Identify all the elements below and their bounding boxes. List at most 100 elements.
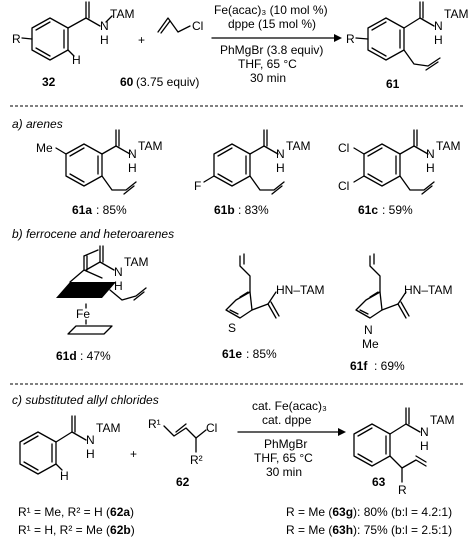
61a-id: 61a [72, 203, 92, 217]
61d-h-label: H [114, 279, 123, 293]
compound-61d: N H TAM Fe 61d : 47% [56, 245, 148, 363]
benzamide-substrate: N H TAM H [19, 415, 120, 483]
allyl-chloride-62: R¹ Cl R² 62 [148, 417, 217, 489]
61c-tam-label: TAM [436, 139, 460, 153]
compound-61c: Cl Cl N H TAM 61c : 59% [338, 129, 460, 217]
c-ortho-h-label: H [60, 469, 69, 483]
61b-h-label: H [276, 161, 285, 175]
61b-id: 61b [214, 203, 235, 217]
allyl-chloride-60: Cl 60 (3.75 equiv) [120, 17, 203, 89]
61d-yield: : 47% [80, 349, 111, 363]
c-condition-1: cat. Fe(acac)₃ [252, 399, 327, 413]
amide-n-label: N [100, 19, 109, 33]
bottom-conditions: cat. Fe(acac)₃ cat. dppe PhMgBr THF, 65 … [237, 399, 346, 479]
product-tam-label: TAM [444, 7, 468, 21]
61c-yield: : 59% [382, 203, 413, 217]
61b-yield: : 83% [238, 203, 269, 217]
c-h-label: H [86, 447, 95, 461]
product-n-label: N [434, 19, 443, 33]
compound-60-label: 60 [120, 75, 134, 89]
61b-n-label: N [276, 147, 285, 161]
compound-61a: Me N H TAM 61a : 85% [36, 129, 162, 217]
res-63h-text: R = Me ( [286, 523, 332, 537]
compound-61b: F N H TAM 61b : 83% [194, 129, 310, 217]
61a-tam-label: TAM [138, 139, 162, 153]
res-63g: R = Me (63g): 80% (b:l = 4.2:1) [286, 505, 452, 519]
definitions-62: R¹ = Me, R² = H (62a) R¹ = H, R² = Me (6… [18, 505, 135, 537]
61f-yield: : 69% [374, 359, 405, 373]
61f-n-label: N [364, 323, 373, 337]
c-tam-label: TAM [96, 421, 120, 435]
c-product-h-label: H [420, 439, 429, 453]
61a-me-label: Me [36, 141, 53, 155]
61c-cl-label-2: Cl [338, 179, 349, 193]
compound-32-label: 32 [42, 75, 56, 89]
compound-62-label: 62 [176, 475, 190, 489]
c-condition-4: THF, 65 °C [254, 451, 313, 465]
def-62b-close: ) [131, 523, 135, 537]
allyl-cl-label: Cl [192, 19, 203, 33]
compound-61e: S HN–TAM 61e : 85% [222, 253, 324, 361]
61a-yield: : 85% [96, 203, 127, 217]
61d-n-label: N [114, 265, 123, 279]
section-c-title: c) substituted allyl chlorides [12, 393, 159, 407]
61e-amide-label: HN–TAM [276, 283, 324, 297]
top-condition-4: THF, 65 °C [238, 57, 297, 71]
c-plus-sign: + [130, 447, 137, 461]
61e-s-label: S [228, 321, 236, 335]
section-a-title: a) arenes [12, 117, 63, 131]
compound-60-equiv: (3.75 equiv) [136, 75, 199, 89]
61a-n-label: N [128, 147, 137, 161]
substrate-r-label: R [12, 32, 21, 46]
61b-tam-label: TAM [286, 139, 310, 153]
product-63: N H TAM R 63 [353, 407, 454, 497]
def-62a-close: ) [130, 505, 134, 519]
c-r2-label: R² [190, 453, 203, 467]
61e-id: 61e [222, 347, 242, 361]
def-62b-id: 62b [110, 523, 131, 537]
61b-f-label: F [194, 179, 201, 193]
plus-sign: + [138, 33, 145, 47]
61d-id: 61d [56, 349, 77, 363]
def-62a-id: 62a [110, 505, 130, 519]
c-product-tam-label: TAM [430, 413, 454, 427]
61c-n-label: N [426, 147, 435, 161]
61c-cl-label-1: Cl [338, 141, 349, 155]
def-62a-text: R¹ = Me, R² = H ( [18, 505, 110, 519]
amide-h-label: H [100, 33, 109, 47]
res-63h-id: 63h [332, 523, 353, 537]
61f-amide-label: HN–TAM [404, 283, 452, 297]
res-63h-tail: ): 75% (b:l = 2.5:1) [353, 523, 452, 537]
res-63g-id: 63g [332, 505, 353, 519]
c-n-label: N [86, 433, 95, 447]
tam-label: TAM [110, 7, 134, 21]
61d-fe-label: Fe [76, 307, 90, 321]
c-condition-3: PhMgBr [264, 437, 307, 451]
res-63g-tail: ): 80% (b:l = 4.2:1) [353, 505, 452, 519]
res-63g-text: R = Me ( [286, 505, 332, 519]
res-63h: R = Me (63h): 75% (b:l = 2.5:1) [286, 523, 452, 537]
top-condition-2: dppe (15 mol %) [228, 17, 316, 31]
61f-me-label: Me [362, 337, 379, 351]
top-condition-3: PhMgBr (3.8 equiv) [220, 43, 323, 57]
product-r-label: R [346, 32, 355, 46]
def-62b: R¹ = H, R² = Me (62b) [18, 523, 135, 537]
c-cl-label: Cl [206, 421, 217, 435]
top-condition-5: 30 min [250, 71, 286, 85]
c-condition-2: cat. dppe [262, 413, 312, 427]
c-product-n-label: N [420, 425, 429, 439]
top-conditions: Fe(acac)₃ (10 mol %) dppe (15 mol %) PhM… [211, 3, 342, 85]
c-product-r-label: R [398, 483, 407, 497]
compound-61-label: 61 [386, 77, 400, 91]
61c-h-label: H [426, 161, 435, 175]
def-62a: R¹ = Me, R² = H (62a) [18, 505, 134, 519]
substrate-32: R N H TAM H 32 [12, 1, 134, 89]
compound-61f: N Me HN–TAM 61f : 69% [350, 253, 452, 373]
def-62b-text: R¹ = H, R² = Me ( [18, 523, 110, 537]
61c-id: 61c [358, 203, 378, 217]
c-condition-5: 30 min [266, 465, 302, 479]
ortho-h-label: H [72, 53, 81, 67]
results-63: R = Me (63g): 80% (b:l = 4.2:1) R = Me (… [286, 505, 452, 537]
product-61: R N H TAM 61 [346, 1, 468, 91]
